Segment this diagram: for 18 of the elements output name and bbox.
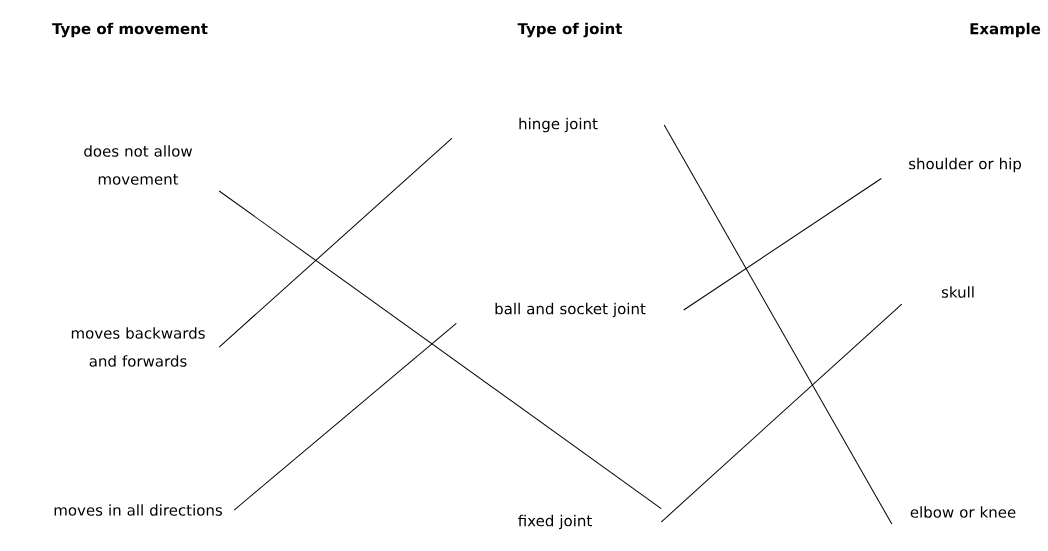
column-heading: Example: [970, 22, 1041, 38]
text-label: fixed joint: [518, 514, 592, 530]
connector-line: [218, 137, 453, 348]
text-label: hinge joint: [519, 117, 598, 133]
connector-line: [683, 177, 882, 311]
text-label: elbow or knee: [910, 506, 1016, 518]
connector-line: [660, 303, 903, 523]
text-label: shoulder or hip: [909, 157, 1021, 173]
connector-line: [663, 124, 893, 525]
text-label: ball and socket joint: [495, 302, 646, 318]
connector-line: [218, 190, 662, 510]
column-heading: Type of movement: [52, 22, 208, 38]
text-label: does not allow movement: [84, 145, 192, 185]
connector-line: [233, 322, 457, 511]
column-heading: Type of joint: [517, 22, 623, 38]
text-label: skull: [941, 286, 974, 298]
text-label: moves backwards and forwards: [71, 327, 205, 367]
text-label: moves in all directions: [54, 504, 222, 516]
